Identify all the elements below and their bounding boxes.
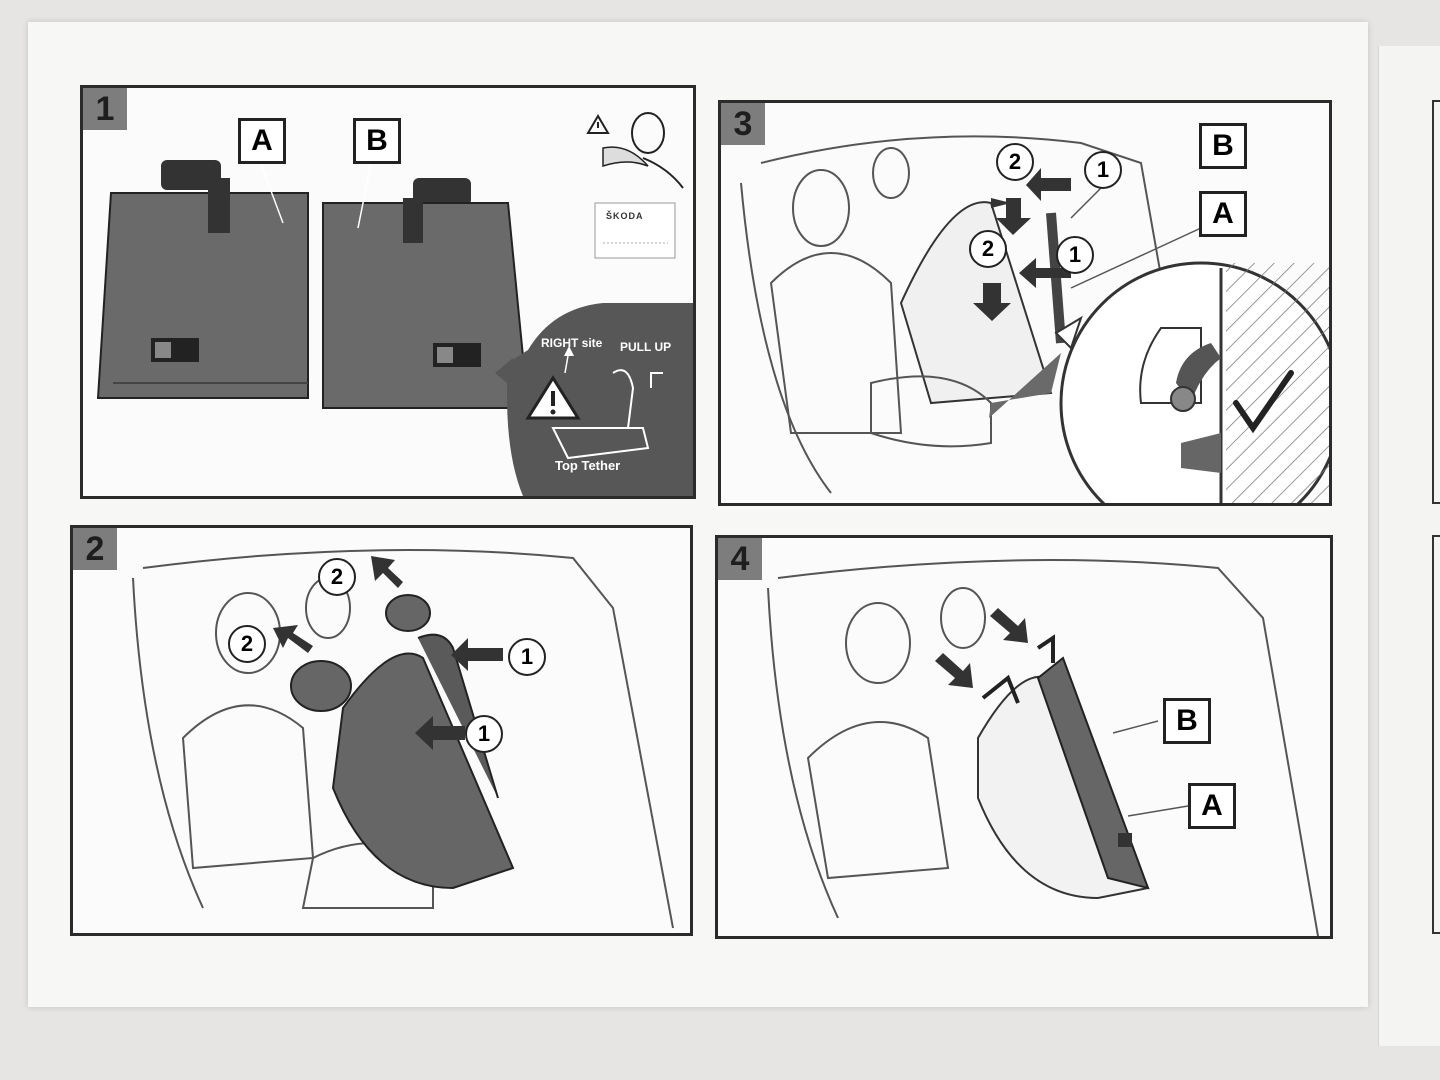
panel-step-1: 1	[80, 85, 696, 499]
callout-2: 2	[228, 625, 266, 663]
panel-2-illustration	[132, 549, 674, 929]
seat-cover-a	[96, 142, 309, 399]
label-b: B	[353, 118, 401, 164]
push-arrows	[935, 608, 1028, 688]
label-a: A	[238, 118, 286, 164]
callout-2: 2	[969, 230, 1007, 268]
seat-cover-installed	[290, 594, 515, 890]
panel-3-illustration	[740, 135, 1329, 503]
panel-step-4: 4 B A	[715, 535, 1333, 939]
checkmark-icon	[1233, 370, 1294, 434]
panel-1-illustration	[96, 112, 693, 496]
push-arrows	[273, 556, 503, 750]
callout-1: 1	[1084, 151, 1122, 189]
step-number: 3	[721, 103, 765, 145]
next-page-edge	[1378, 46, 1440, 1046]
reading-manual-icon	[586, 112, 684, 189]
step-number: 4	[718, 538, 762, 580]
right-site-label: RIGHT site	[541, 336, 603, 350]
label-a: A	[1188, 783, 1236, 829]
label-a: A	[1199, 191, 1247, 237]
panel-4-illustration	[767, 559, 1319, 936]
callout-1: 1	[465, 715, 503, 753]
push-arrows	[973, 168, 1071, 321]
step-number: 1	[83, 88, 127, 130]
top-tether-label: Top Tether	[555, 458, 621, 473]
callout-2: 2	[318, 558, 356, 596]
panel-step-3: 3 2	[718, 100, 1332, 506]
callout-1: 1	[1056, 236, 1094, 274]
next-page-frame-top	[1432, 100, 1440, 504]
label-b: B	[1163, 698, 1211, 744]
callout-1: 1	[508, 638, 546, 676]
panel-step-2: 2 2 2 1 1	[70, 525, 693, 936]
seat-cover-b	[322, 152, 530, 409]
callout-2: 2	[996, 143, 1034, 181]
next-page-frame-bottom	[1432, 535, 1440, 934]
warning-triangle-icon	[525, 375, 581, 420]
label-b: B	[1199, 123, 1247, 169]
step-number: 2	[73, 528, 117, 570]
pull-up-label: PULL UP	[620, 340, 672, 354]
brand-card-logo: ŠKODA	[606, 211, 644, 221]
